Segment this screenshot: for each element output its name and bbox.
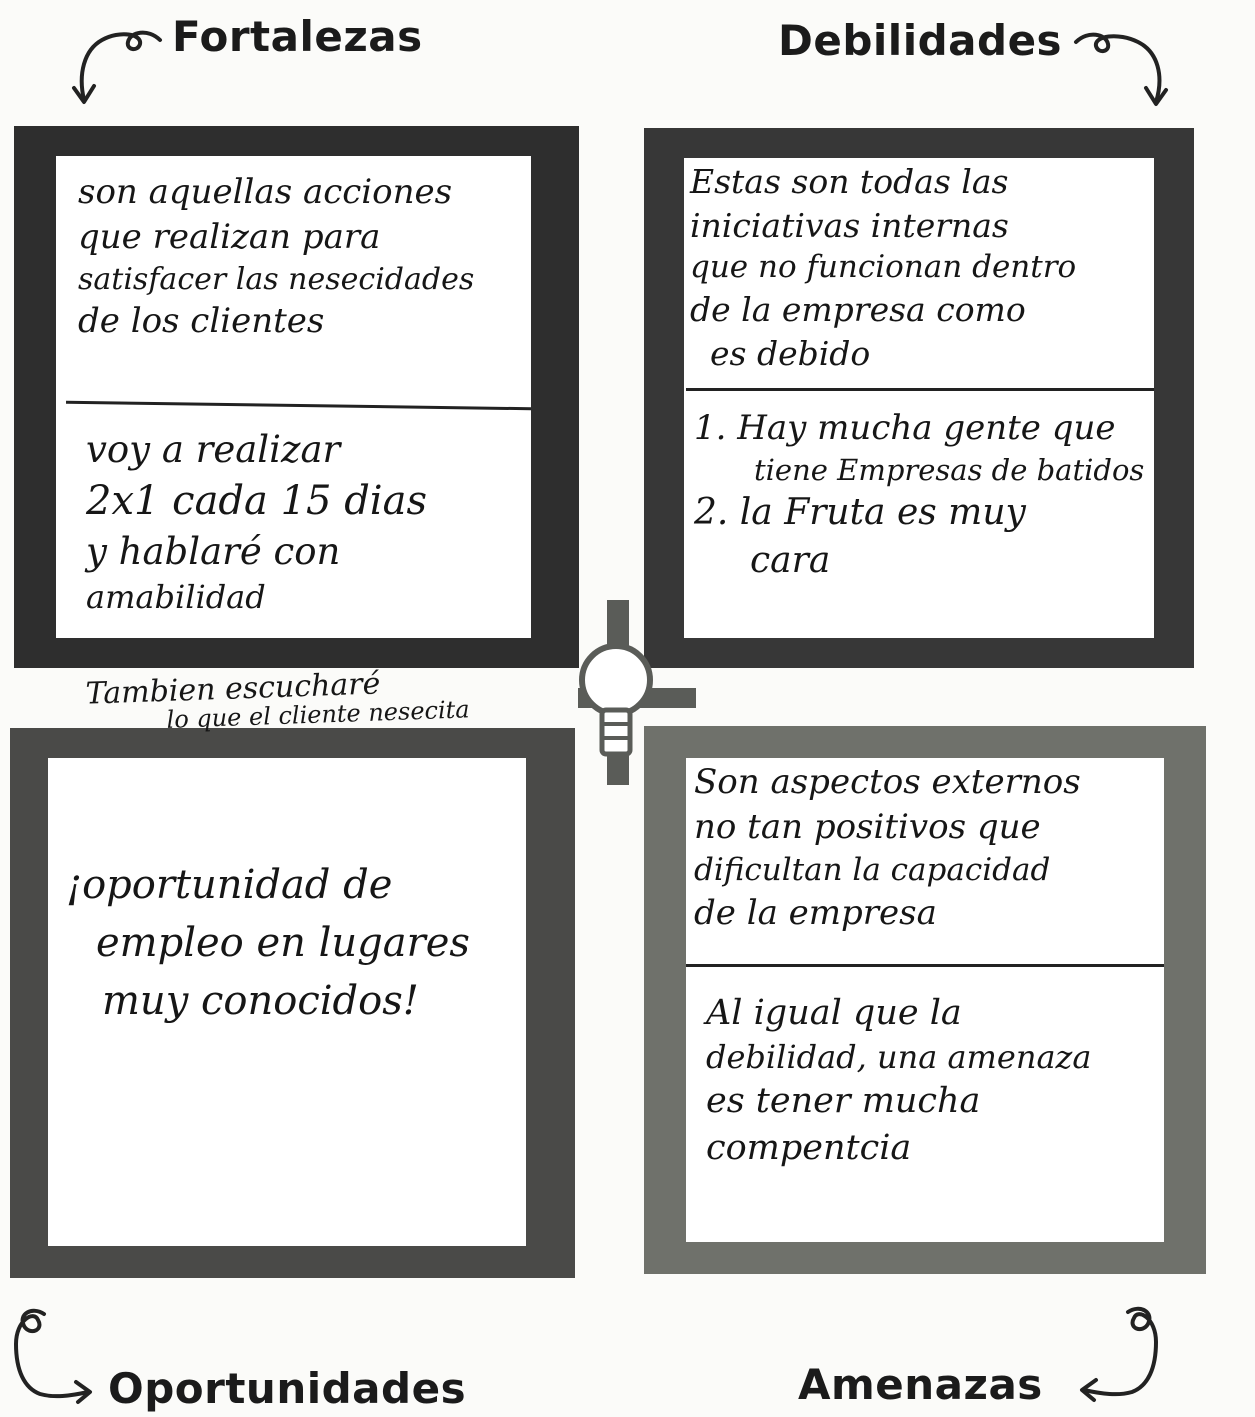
opportunities-answer: ¡oportunidad de empleo en lugares muy co… — [66, 856, 470, 1030]
weaknesses-answer: 1. Hay mucha gente que tiene Empresas de… — [694, 406, 1144, 584]
handwritten-line: tiene Empresas de batidos — [754, 452, 1145, 487]
curly-arrow-icon — [1074, 32, 1168, 106]
handwritten-line: de los clientes — [78, 301, 325, 342]
handwritten-line: 2. la Fruta es muy — [694, 492, 1026, 534]
handwritten-line: muy conocidos! — [102, 978, 419, 1024]
heading-debilidades: Debilidades — [778, 16, 1063, 65]
threats-answer: Al igual que la debilidad, una amenaza e… — [706, 990, 1091, 1171]
handwritten-line: es tener mucha — [706, 1081, 981, 1122]
handwritten-line: y hablaré con — [86, 529, 341, 573]
heading-fortalezas: Fortalezas — [172, 12, 423, 61]
weaknesses-card: Estas son todas las iniciativas internas… — [684, 158, 1154, 638]
handwritten-line: amabilidad — [86, 578, 266, 617]
handwritten-line: debilidad, una amenaza — [706, 1038, 1092, 1077]
handwritten-line: 1. Hay mucha gente que — [694, 408, 1116, 448]
handwritten-line: es debido — [710, 333, 871, 373]
handwritten-line: que realizan para — [78, 216, 381, 257]
threats-card: Son aspectos externos no tan positivos q… — [686, 758, 1164, 1242]
handwritten-line: Son aspectos externos — [694, 762, 1081, 802]
handwritten-line: dificultan la capacidad — [694, 851, 1051, 888]
divider-line — [66, 400, 531, 411]
handwritten-line: iniciativas internas — [690, 205, 1009, 245]
handwritten-line: de la empresa como — [690, 290, 1026, 329]
handwritten-line: son aquellas acciones — [78, 172, 453, 212]
strengths-definition: son aquellas acciones que realizan para … — [78, 170, 474, 344]
handwritten-line: Estas son todas las — [690, 162, 1009, 201]
threats-definition: Son aspectos externos no tan positivos q… — [694, 760, 1081, 936]
heading-amenazas: Amenazas — [798, 1360, 1043, 1409]
curly-arrow-icon — [13, 1308, 92, 1404]
opportunities-card: ¡oportunidad de empleo en lugares muy co… — [48, 758, 526, 1246]
handwritten-line: satisfacer las nesecidades — [78, 261, 475, 297]
strengths-answer: voy a realizar 2x1 cada 15 dias y hablar… — [86, 426, 427, 619]
handwritten-line: Al igual que la — [706, 993, 962, 1033]
divider-line — [686, 388, 1154, 391]
handwritten-line: cara — [750, 539, 831, 581]
strengths-card: son aquellas acciones que realizan para … — [56, 156, 531, 638]
heading-oportunidades: Oportunidades — [108, 1364, 467, 1413]
curly-arrow-icon — [1080, 1306, 1159, 1402]
handwritten-line: no tan positivos que — [694, 806, 1041, 847]
lightbulb-icon — [579, 643, 653, 757]
curly-arrow-icon — [72, 30, 162, 104]
handwritten-line: voy a realizar — [86, 428, 341, 471]
handwritten-line: compentcia — [706, 1127, 912, 1168]
handwritten-line: que no funcionan dentro — [690, 249, 1077, 286]
handwritten-line: de la empresa — [694, 892, 937, 933]
strengths-extra-note: Tambien escucharé lo que el cliente nese… — [85, 665, 470, 735]
weaknesses-definition: Estas son todas las iniciativas internas… — [690, 160, 1076, 375]
handwritten-line: ¡oportunidad de — [66, 862, 393, 908]
divider-line — [686, 964, 1164, 967]
handwritten-line: 2x1 cada 15 dias — [86, 477, 427, 524]
handwritten-line: empleo en lugares — [96, 920, 470, 966]
